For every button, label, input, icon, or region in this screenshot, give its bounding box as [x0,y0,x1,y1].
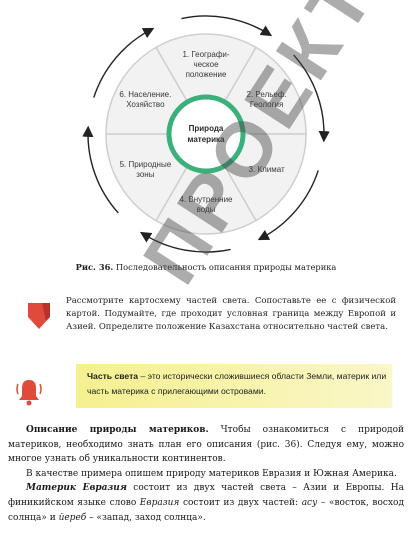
red-bell-icon [16,380,42,406]
paragraph-3-italic-1: Евразия [139,497,180,508]
segment-4-label-line-2: воды [197,205,216,214]
cycle-arrow-3 [257,170,319,241]
segment-5-label-line-2: зоны [136,170,154,179]
paragraph-3-text-c: – «восток, восход солнца» и [8,497,404,523]
paragraph-3-text-b: состоит из двух частей: [179,497,302,508]
paragraph-3: Материк Евразия состоит из двух частей с… [8,481,404,525]
segment-5-label-line-1: 5. Природные [120,160,172,169]
segment-2-label-line-2: Геология [250,100,283,109]
section-heading: Описание природы материков. [26,425,209,435]
cycle-arrow-6 [93,27,155,98]
segment-1-label-line-1: 1. Географи- [182,50,229,59]
segment-1-label-line-3: положение [186,70,227,79]
caption-number: Рис. 36. [75,262,114,272]
task-text: Рассмотрите картосхему частей света. Соп… [66,296,396,332]
segment-4-label-line-1: 4. Внутренние [180,195,234,204]
caption-text: Последовательность описания природы мате… [115,262,337,272]
cycle-arrow-5 [82,125,119,214]
cycle-arrow-4 [139,231,231,253]
segment-6-label-line-2: Хозяйство [126,100,165,109]
paragraph-3-italic-3: йереб [58,512,87,523]
center-label-line-2: материка [188,135,225,144]
paragraph-2: В качестве примера опишем природу матери… [26,468,397,479]
paragraph-3-text-a: состоит из двух частей света – Азии и Ев… [8,483,404,508]
segment-2-label-line-1: 2. Рельеф. [247,90,287,99]
paragraph-3-italic-2: асу [301,497,318,508]
segment-6-label-line-1: 6. Население. [119,90,171,99]
paragraph-1: Описание природы материков. Чтобы ознако… [8,423,404,467]
paragraph-1-text: Чтобы ознакомиться с природой материков,… [8,425,404,465]
segment-1-label-line-2: ческое [193,60,219,69]
center-ring [166,94,246,174]
cycle-arrow-1 [181,15,273,37]
eurasia-term: Материк Евразия [26,483,127,494]
segment-3-label-line-1: 3. Климат [249,165,285,174]
definition-term: Часть света [87,371,139,381]
main-text: Описание природы материков. Чтобы ознако… [8,423,404,525]
figure-caption: Рис. 36. Последовательность описания при… [0,262,412,272]
paragraph-3-text-d: – «запад, заход солнца». [86,512,206,523]
definition-body: – это исторически сложившиеся области Зе… [87,371,387,396]
center-label-line-1: Природа [189,124,224,133]
red-down-arrow-icon [28,303,50,329]
definition-box [76,364,392,408]
cycle-arrows [82,15,330,253]
definition-text: Часть света – это исторически сложившиес… [87,369,387,399]
cycle-arrow-2 [293,54,330,143]
